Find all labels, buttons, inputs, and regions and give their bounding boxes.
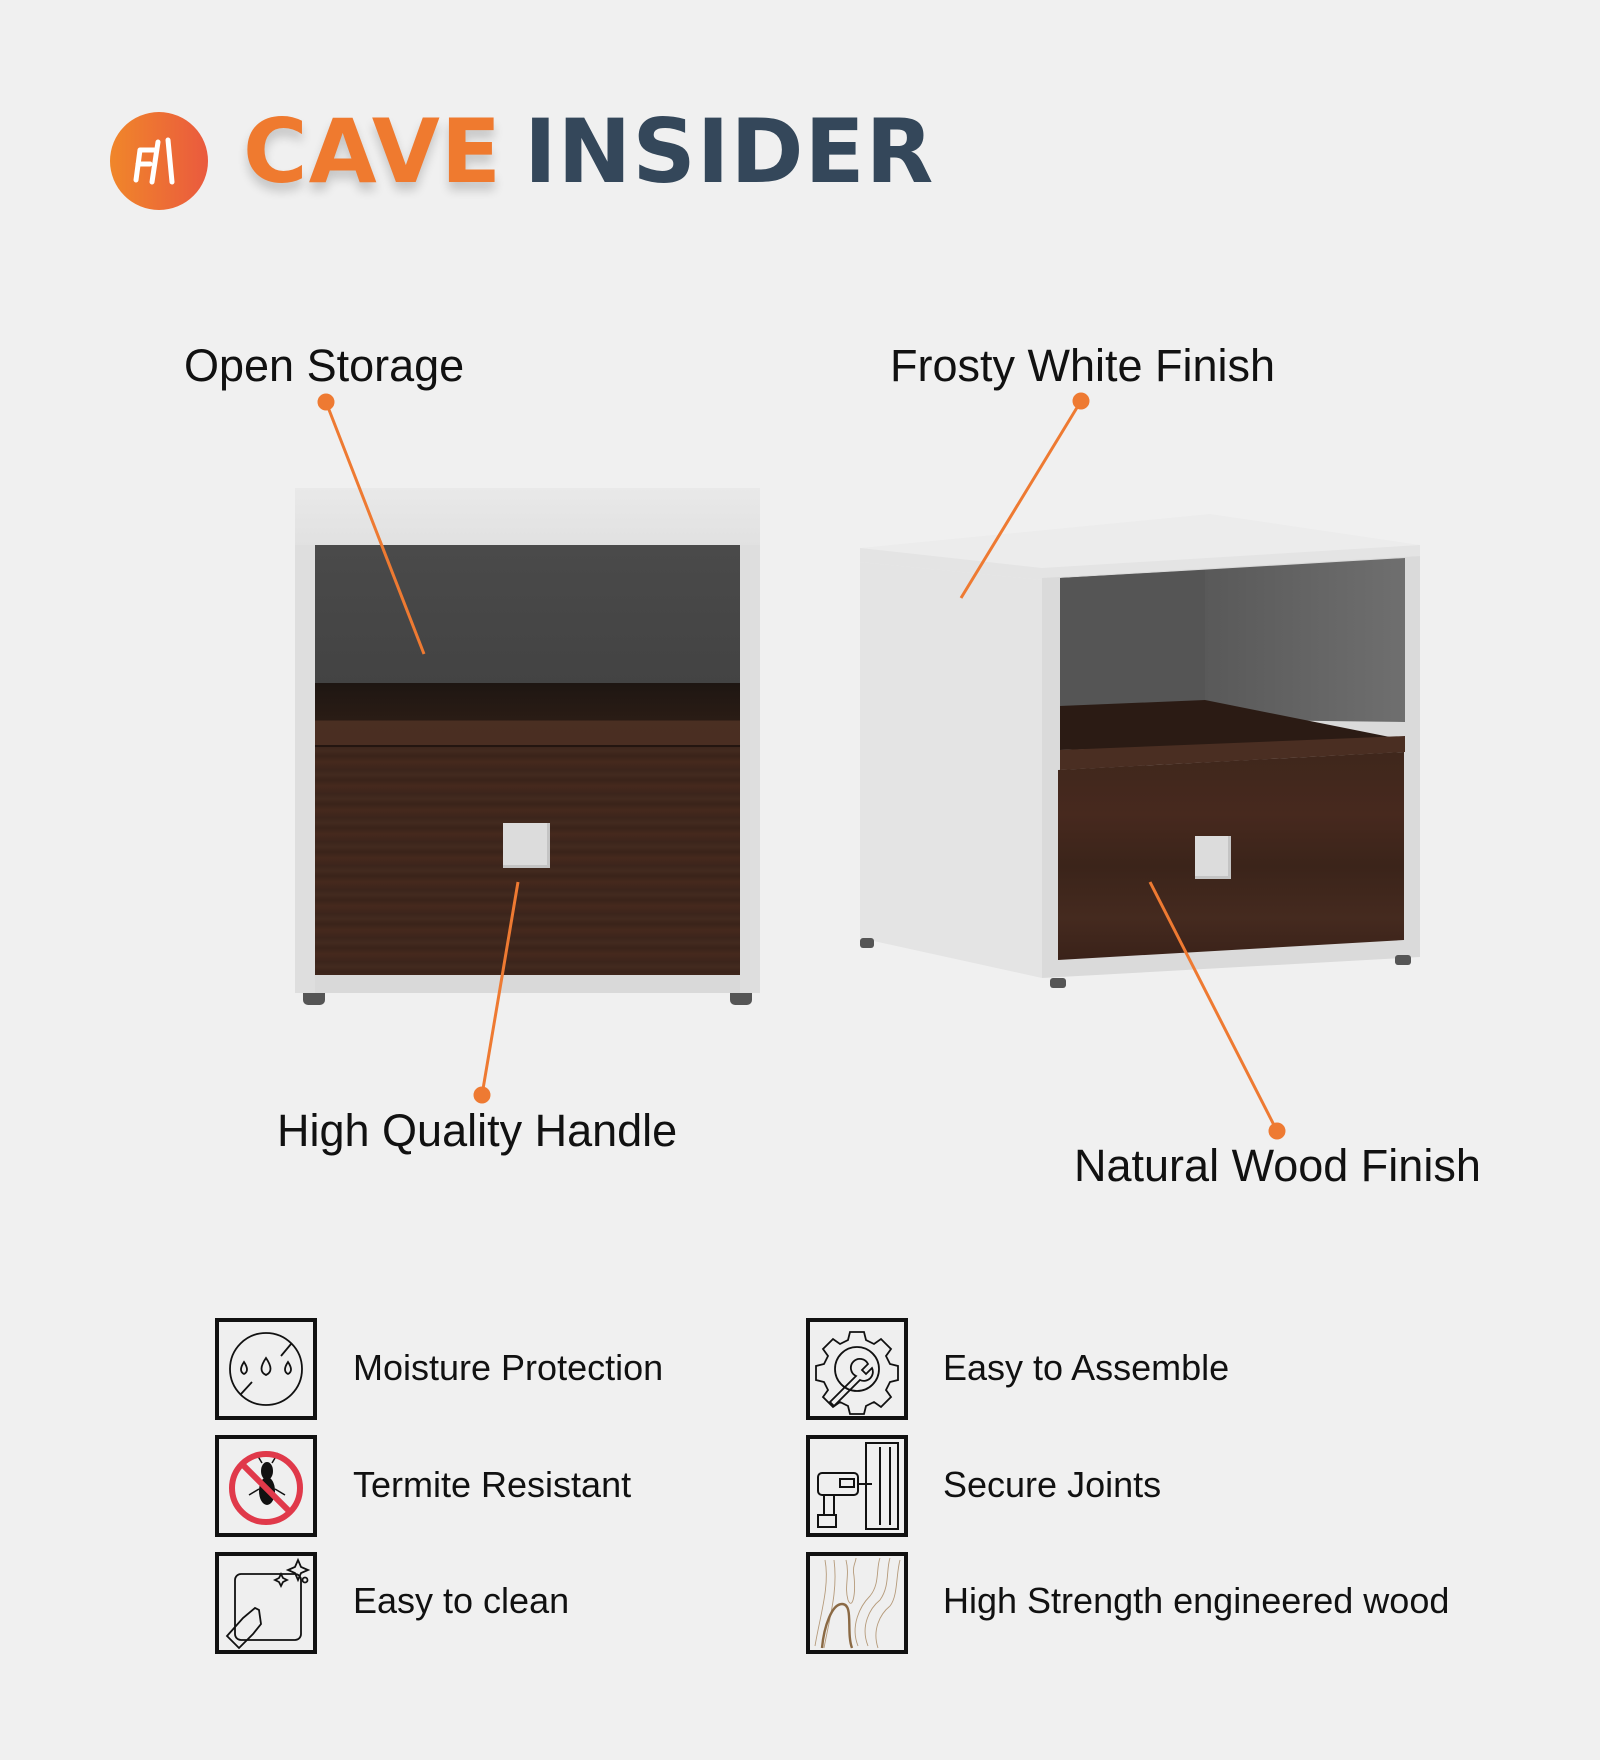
no-termite-icon <box>215 1435 317 1537</box>
feature-label: Secure Joints <box>943 1464 1162 1505</box>
chair-ladder-logo-icon <box>133 137 175 185</box>
brand-name-insider: INSIDER <box>523 100 935 203</box>
shelf <box>315 683 740 745</box>
wood-grain-icon <box>806 1552 908 1654</box>
feature-label: Easy to Assemble <box>943 1347 1230 1388</box>
cabinet-right-side <box>740 545 760 993</box>
callout-open-storage: Open Storage <box>184 340 465 391</box>
hand-wiping-icon <box>215 1552 317 1654</box>
cabinet-bottom-rail <box>315 975 740 993</box>
no-water-drops-icon <box>215 1318 317 1420</box>
feature-label: Termite Resistant <box>353 1464 632 1505</box>
cabinet-foot <box>730 993 752 1005</box>
drawer-handle <box>503 823 550 868</box>
callout-high-quality-handle: High Quality Handle <box>277 1105 678 1156</box>
feature-label: Moisture Protection <box>353 1347 664 1388</box>
brand-logo-icon <box>110 112 208 210</box>
nightstand-front-view <box>295 488 760 1008</box>
brand-name-cave: CAVE <box>243 100 502 203</box>
drawer-handle <box>1195 836 1231 879</box>
callout-natural-wood-finish: Natural Wood Finish <box>1074 1140 1481 1191</box>
feature-label: High Strength engineered wood <box>943 1580 1450 1621</box>
gear-wrench-icon <box>806 1318 908 1420</box>
drill-joint-icon <box>806 1435 908 1537</box>
cabinet-foot <box>303 993 325 1005</box>
callout-frosty-white-finish: Frosty White Finish <box>890 340 1276 391</box>
cabinet-left-side <box>295 545 315 993</box>
feature-label: Easy to clean <box>353 1580 570 1621</box>
